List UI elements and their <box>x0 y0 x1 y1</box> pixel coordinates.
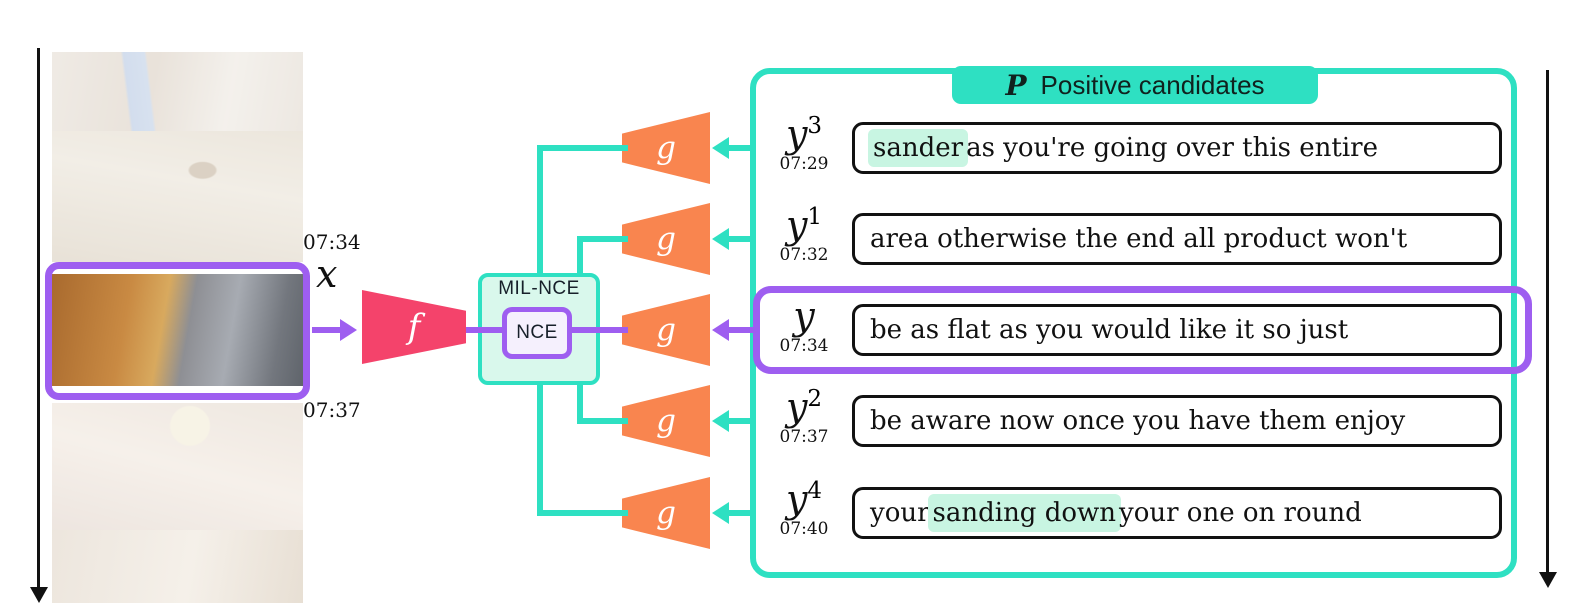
script-p-symbol: P <box>1005 68 1027 102</box>
candidate-to-g-arrow-shaft <box>726 327 758 333</box>
frame-sanding-selected <box>52 274 303 386</box>
positive-candidates-header: P Positive candidates <box>952 66 1318 104</box>
candidate-y-symbol: y <box>793 294 815 338</box>
candidate-superscript: 3 <box>807 113 823 139</box>
selected-frame-outline <box>45 262 310 400</box>
right-time-axis-down-arrow-icon <box>1539 572 1557 588</box>
candidate-to-g-arrow-shaft <box>726 236 752 242</box>
mil-nce-label: MIL-NCE <box>498 278 580 299</box>
candidate-to-g-arrow-icon <box>712 137 729 159</box>
connector-bottom-left-horizontal <box>537 510 628 516</box>
candidate-timestamp: 07:34 <box>779 336 829 356</box>
nce-label: NCE <box>516 322 558 343</box>
candidate-text-box: sander as you're going over this entire <box>852 122 1502 174</box>
highlighted-word: sanding down <box>927 494 1122 532</box>
candidate-text-box: area otherwise the end all product won't <box>852 213 1502 265</box>
video-encoder-f-label: f <box>407 307 421 347</box>
candidate-timestamp: 07:40 <box>779 519 829 539</box>
candidate-label: y1 07:32 <box>758 204 850 265</box>
candidate-to-g-arrow-icon <box>712 502 729 524</box>
text-encoder-g: g <box>622 385 710 457</box>
candidate-text: your <box>870 498 930 528</box>
candidate-timestamp: 07:37 <box>779 427 829 447</box>
text-encoder-g: g <box>622 294 710 366</box>
video-encoder-f: f <box>362 290 466 364</box>
candidate-y-symbol: y <box>785 112 808 156</box>
candidate-y-symbol: y <box>785 385 808 429</box>
frame-to-f-arrow-icon <box>340 319 357 341</box>
positive-candidates-title: Positive candidates <box>1040 69 1265 100</box>
candidate-text: be aware now once you have them enjoy <box>870 406 1406 436</box>
clip-start-timestamp: 07:34 <box>303 230 361 254</box>
text-encoder-g: g <box>622 203 710 275</box>
text-encoder-g: g <box>622 112 710 184</box>
connector-top-right-horizontal <box>577 236 628 242</box>
connector-top-right-vertical <box>577 236 583 273</box>
text-encoder-g-label: g <box>656 130 676 166</box>
nce-box: NCE <box>502 307 572 359</box>
connector-top-left-vertical <box>537 145 543 273</box>
text-encoder-g: g <box>622 477 710 549</box>
connector-top-left-horizontal <box>537 145 628 151</box>
candidate-text: area otherwise the end all product won't <box>870 224 1408 254</box>
candidate-to-g-arrow-shaft <box>726 418 752 424</box>
frame-glue-bottle <box>52 403 303 530</box>
candidate-superscript: 2 <box>807 386 823 412</box>
connector-bottom-right-horizontal <box>577 418 628 424</box>
candidate-timestamp: 07:29 <box>779 154 829 174</box>
candidate-y-symbol: y <box>785 477 808 521</box>
candidate-y-symbol: y <box>785 203 808 247</box>
candidate-label: y 07:34 <box>758 295 850 356</box>
frame-to-f-arrow-shaft <box>312 327 340 333</box>
left-time-axis-down-arrow-icon <box>30 587 48 603</box>
text-encoder-g-label: g <box>656 403 676 439</box>
candidate-label: y2 07:37 <box>758 386 850 447</box>
candidate-text: as you're going over this entire <box>966 133 1378 163</box>
frame-table-saw <box>52 52 303 131</box>
right-time-axis-line <box>1546 70 1549 575</box>
candidate-text-box: be aware now once you have them enjoy <box>852 395 1502 447</box>
candidate-to-g-arrow-shaft <box>726 145 752 151</box>
candidate-to-g-arrow-icon <box>712 410 729 432</box>
connector-bottom-left-vertical <box>537 383 543 516</box>
candidate-to-g-arrow-icon <box>712 228 729 250</box>
candidate-label: y4 07:40 <box>758 478 850 539</box>
frame-hands-on-wood <box>52 530 303 603</box>
clip-x-label: x <box>316 252 338 296</box>
candidate-text-box: your sanding down your one on round <box>852 487 1502 539</box>
candidate-timestamp: 07:32 <box>779 245 829 265</box>
candidate-superscript: 4 <box>807 478 823 504</box>
clip-end-timestamp: 07:37 <box>303 398 361 422</box>
candidate-to-g-arrow-icon <box>712 319 729 341</box>
candidate-text: your one on round <box>1119 498 1362 528</box>
frame-wood-shavings <box>52 131 303 262</box>
highlighted-word: sander <box>868 129 969 167</box>
text-encoder-g-label: g <box>656 312 676 348</box>
candidate-text: be as flat as you would like it so just <box>870 315 1349 345</box>
left-time-axis-line <box>37 48 40 588</box>
text-encoder-g-label: g <box>656 495 676 531</box>
candidate-to-g-arrow-shaft <box>726 510 752 516</box>
candidate-superscript: 1 <box>807 204 823 230</box>
candidate-label: y3 07:29 <box>758 113 850 174</box>
selected-candidate-outline <box>753 286 1532 374</box>
text-encoder-g-label: g <box>656 221 676 257</box>
connector-bottom-right-vertical <box>577 383 583 424</box>
candidate-text-box: be as flat as you would like it so just <box>852 304 1502 356</box>
